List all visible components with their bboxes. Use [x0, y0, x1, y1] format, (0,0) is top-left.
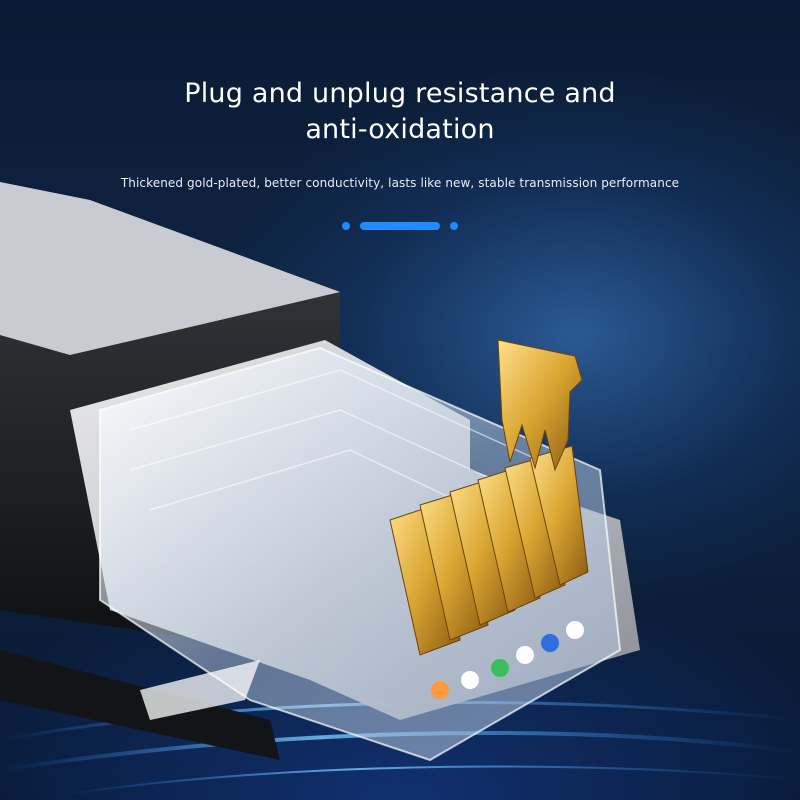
- gold-contacts: [389, 445, 589, 656]
- gold-blade: [497, 339, 583, 472]
- pager-dot-2-active[interactable]: [360, 222, 440, 230]
- pager-indicator: [0, 222, 800, 230]
- headline-line-1: Plug and unplug resistance and: [184, 78, 616, 109]
- pager-dot-1[interactable]: [342, 222, 350, 230]
- headline: Plug and unplug resistance and anti-oxid…: [0, 76, 800, 148]
- wire-ends: [431, 621, 584, 699]
- headline-line-2: anti-oxidation: [305, 114, 495, 145]
- pager-dot-3[interactable]: [450, 222, 458, 230]
- crystal-head: [99, 346, 622, 762]
- subheadline: Thickened gold-plated, better conductivi…: [120, 176, 680, 190]
